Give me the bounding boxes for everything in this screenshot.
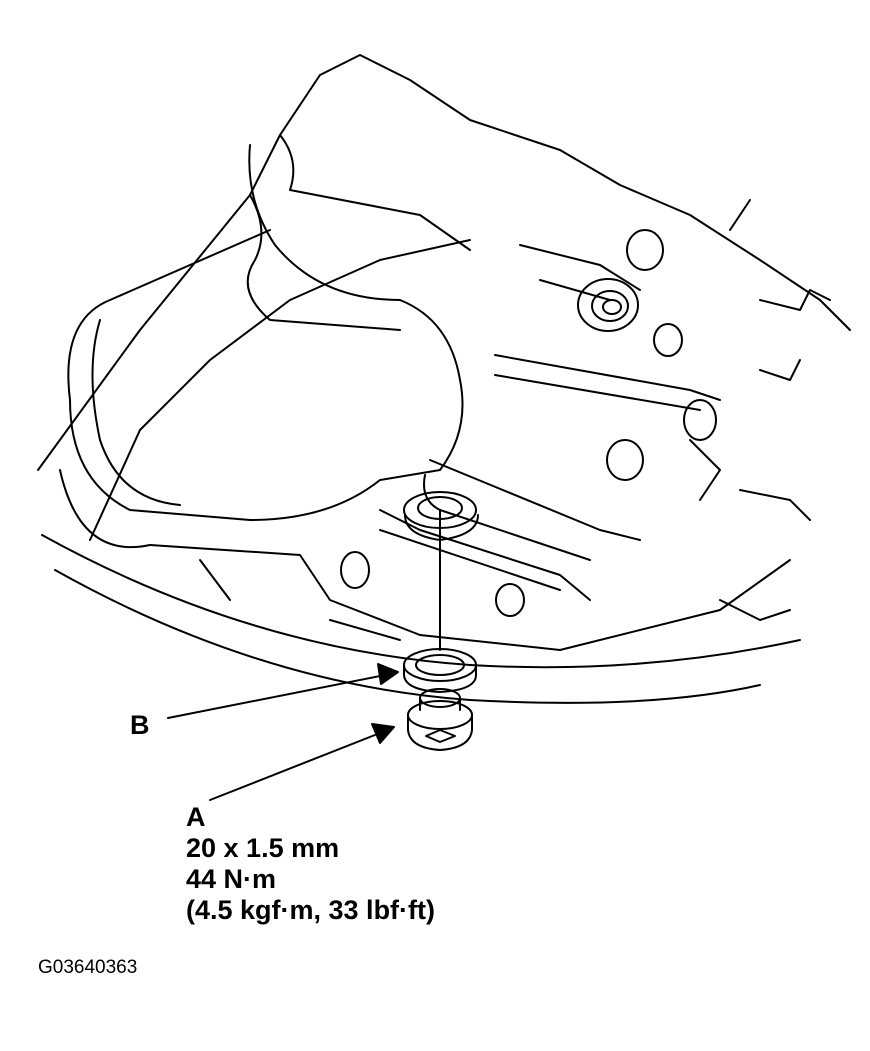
case-bosses [340,229,717,617]
underbody-arcs [41,534,801,704]
label-b: B [130,710,150,740]
label-a: A [186,802,206,832]
callout-a: A 20 x 1.5 mm 44 N·m (4.5 kgf·m, 33 lbf·… [186,802,435,926]
washer-b [403,648,477,693]
cylindrical-housing [67,144,464,521]
transmission-case [37,54,851,651]
torque-nm: 44 N·m [186,864,277,894]
figure-id: G03640363 [38,957,138,978]
leader-lines [167,663,399,801]
drain-plug-a [407,688,473,751]
torque-alt: (4.5 kgf·m, 33 lbf·ft) [186,895,436,925]
plug-size: 20 x 1.5 mm [186,833,340,863]
